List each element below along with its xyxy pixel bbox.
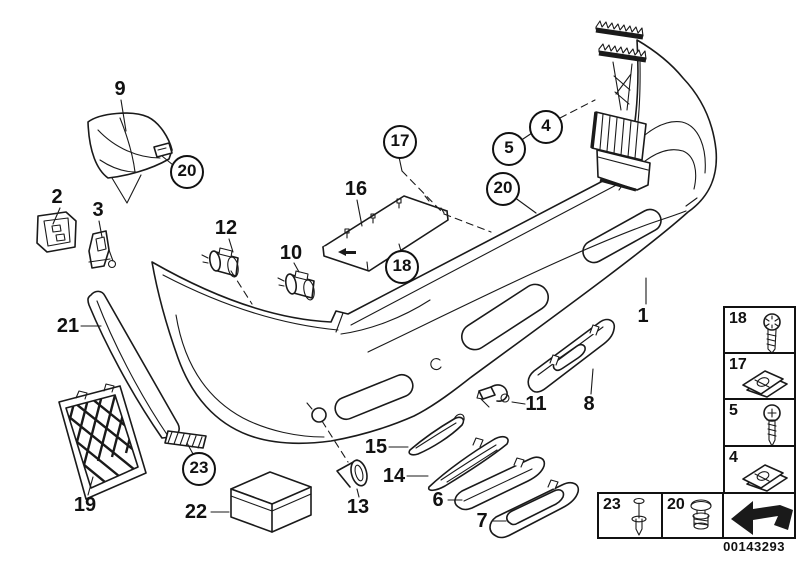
clip-bracket-2 xyxy=(36,211,77,253)
side-support-bracket xyxy=(590,20,651,192)
callout-19[interactable]: 19 xyxy=(73,494,97,516)
callout-15[interactable]: 15 xyxy=(364,436,388,458)
pan-head-screw-icon xyxy=(763,404,781,447)
callout-6[interactable]: 6 xyxy=(432,489,444,511)
legend-box-17: 17 xyxy=(723,352,796,400)
side-strip-21 xyxy=(87,290,180,439)
trim-strip-8 xyxy=(527,318,616,393)
callout-9[interactable]: 9 xyxy=(114,78,126,100)
circled-callout-20-right[interactable]: 20 xyxy=(486,172,520,206)
torx-screw-icon xyxy=(763,313,781,354)
expansion-pin-icon xyxy=(631,497,647,536)
legend-label-17: 17 xyxy=(729,356,747,373)
adhesive-pad-23 xyxy=(164,430,207,449)
repair-kit-box-22 xyxy=(230,471,312,533)
trim-cover-15 xyxy=(408,413,465,456)
legend-box-23: 23 xyxy=(597,492,663,539)
callout-11[interactable]: 11 xyxy=(525,393,547,415)
callout-13[interactable]: 13 xyxy=(346,496,370,518)
legend-label-20: 20 xyxy=(667,496,685,513)
trim-cover-14 xyxy=(427,435,509,492)
legend-label-18: 18 xyxy=(729,310,747,327)
mounting-plate-16 xyxy=(322,195,449,272)
circled-callout-4[interactable]: 4 xyxy=(529,110,563,144)
vent-grille-19 xyxy=(58,383,147,500)
callout-10[interactable]: 10 xyxy=(279,242,303,264)
bracket-3 xyxy=(88,230,117,269)
leader-lines xyxy=(52,99,647,522)
callout-3[interactable]: 3 xyxy=(92,199,104,221)
callout-12[interactable]: 12 xyxy=(214,217,238,239)
callout-14[interactable]: 14 xyxy=(382,465,406,487)
callout-2[interactable]: 2 xyxy=(51,186,63,208)
legend-label-23: 23 xyxy=(603,496,621,513)
legend-label-5: 5 xyxy=(729,402,738,419)
clamp-11 xyxy=(476,384,510,408)
sheet-metal-nut-icon xyxy=(742,464,788,492)
trim-cover-7 xyxy=(489,479,580,539)
circled-callout-20-left[interactable]: 20 xyxy=(170,155,204,189)
callout-7[interactable]: 7 xyxy=(476,510,488,532)
pdc-sensor-12 xyxy=(201,247,239,278)
callout-1[interactable]: 1 xyxy=(637,305,649,327)
circled-callout-18[interactable]: 18 xyxy=(385,250,419,284)
legend-box-5: 5 xyxy=(723,398,796,447)
document-number: 00143293 xyxy=(723,539,785,554)
cover-cap-13 xyxy=(336,459,368,488)
legend-box-direction-arrow xyxy=(722,492,796,539)
callout-16[interactable]: 16 xyxy=(344,178,368,200)
expanding-rivet-icon xyxy=(690,499,712,530)
direction-of-travel-arrow-icon xyxy=(731,501,793,535)
callout-22[interactable]: 22 xyxy=(184,501,208,523)
pdc-sensor-10 xyxy=(277,270,315,301)
circled-callout-17[interactable]: 17 xyxy=(383,125,417,159)
bumper-trim-panel xyxy=(151,39,718,445)
callout-8[interactable]: 8 xyxy=(583,393,595,415)
legend-box-18: 18 xyxy=(723,306,796,354)
corner-cover-9 xyxy=(87,112,173,204)
callout-21[interactable]: 21 xyxy=(56,315,80,337)
legend-label-4: 4 xyxy=(729,449,738,466)
sheet-metal-nut-icon xyxy=(742,370,788,398)
circled-callout-23[interactable]: 23 xyxy=(182,452,216,486)
legend-box-20: 20 xyxy=(661,492,724,539)
legend-box-4: 4 xyxy=(723,445,796,494)
circled-callout-5[interactable]: 5 xyxy=(492,132,526,166)
trim-cover-6 xyxy=(454,456,546,511)
